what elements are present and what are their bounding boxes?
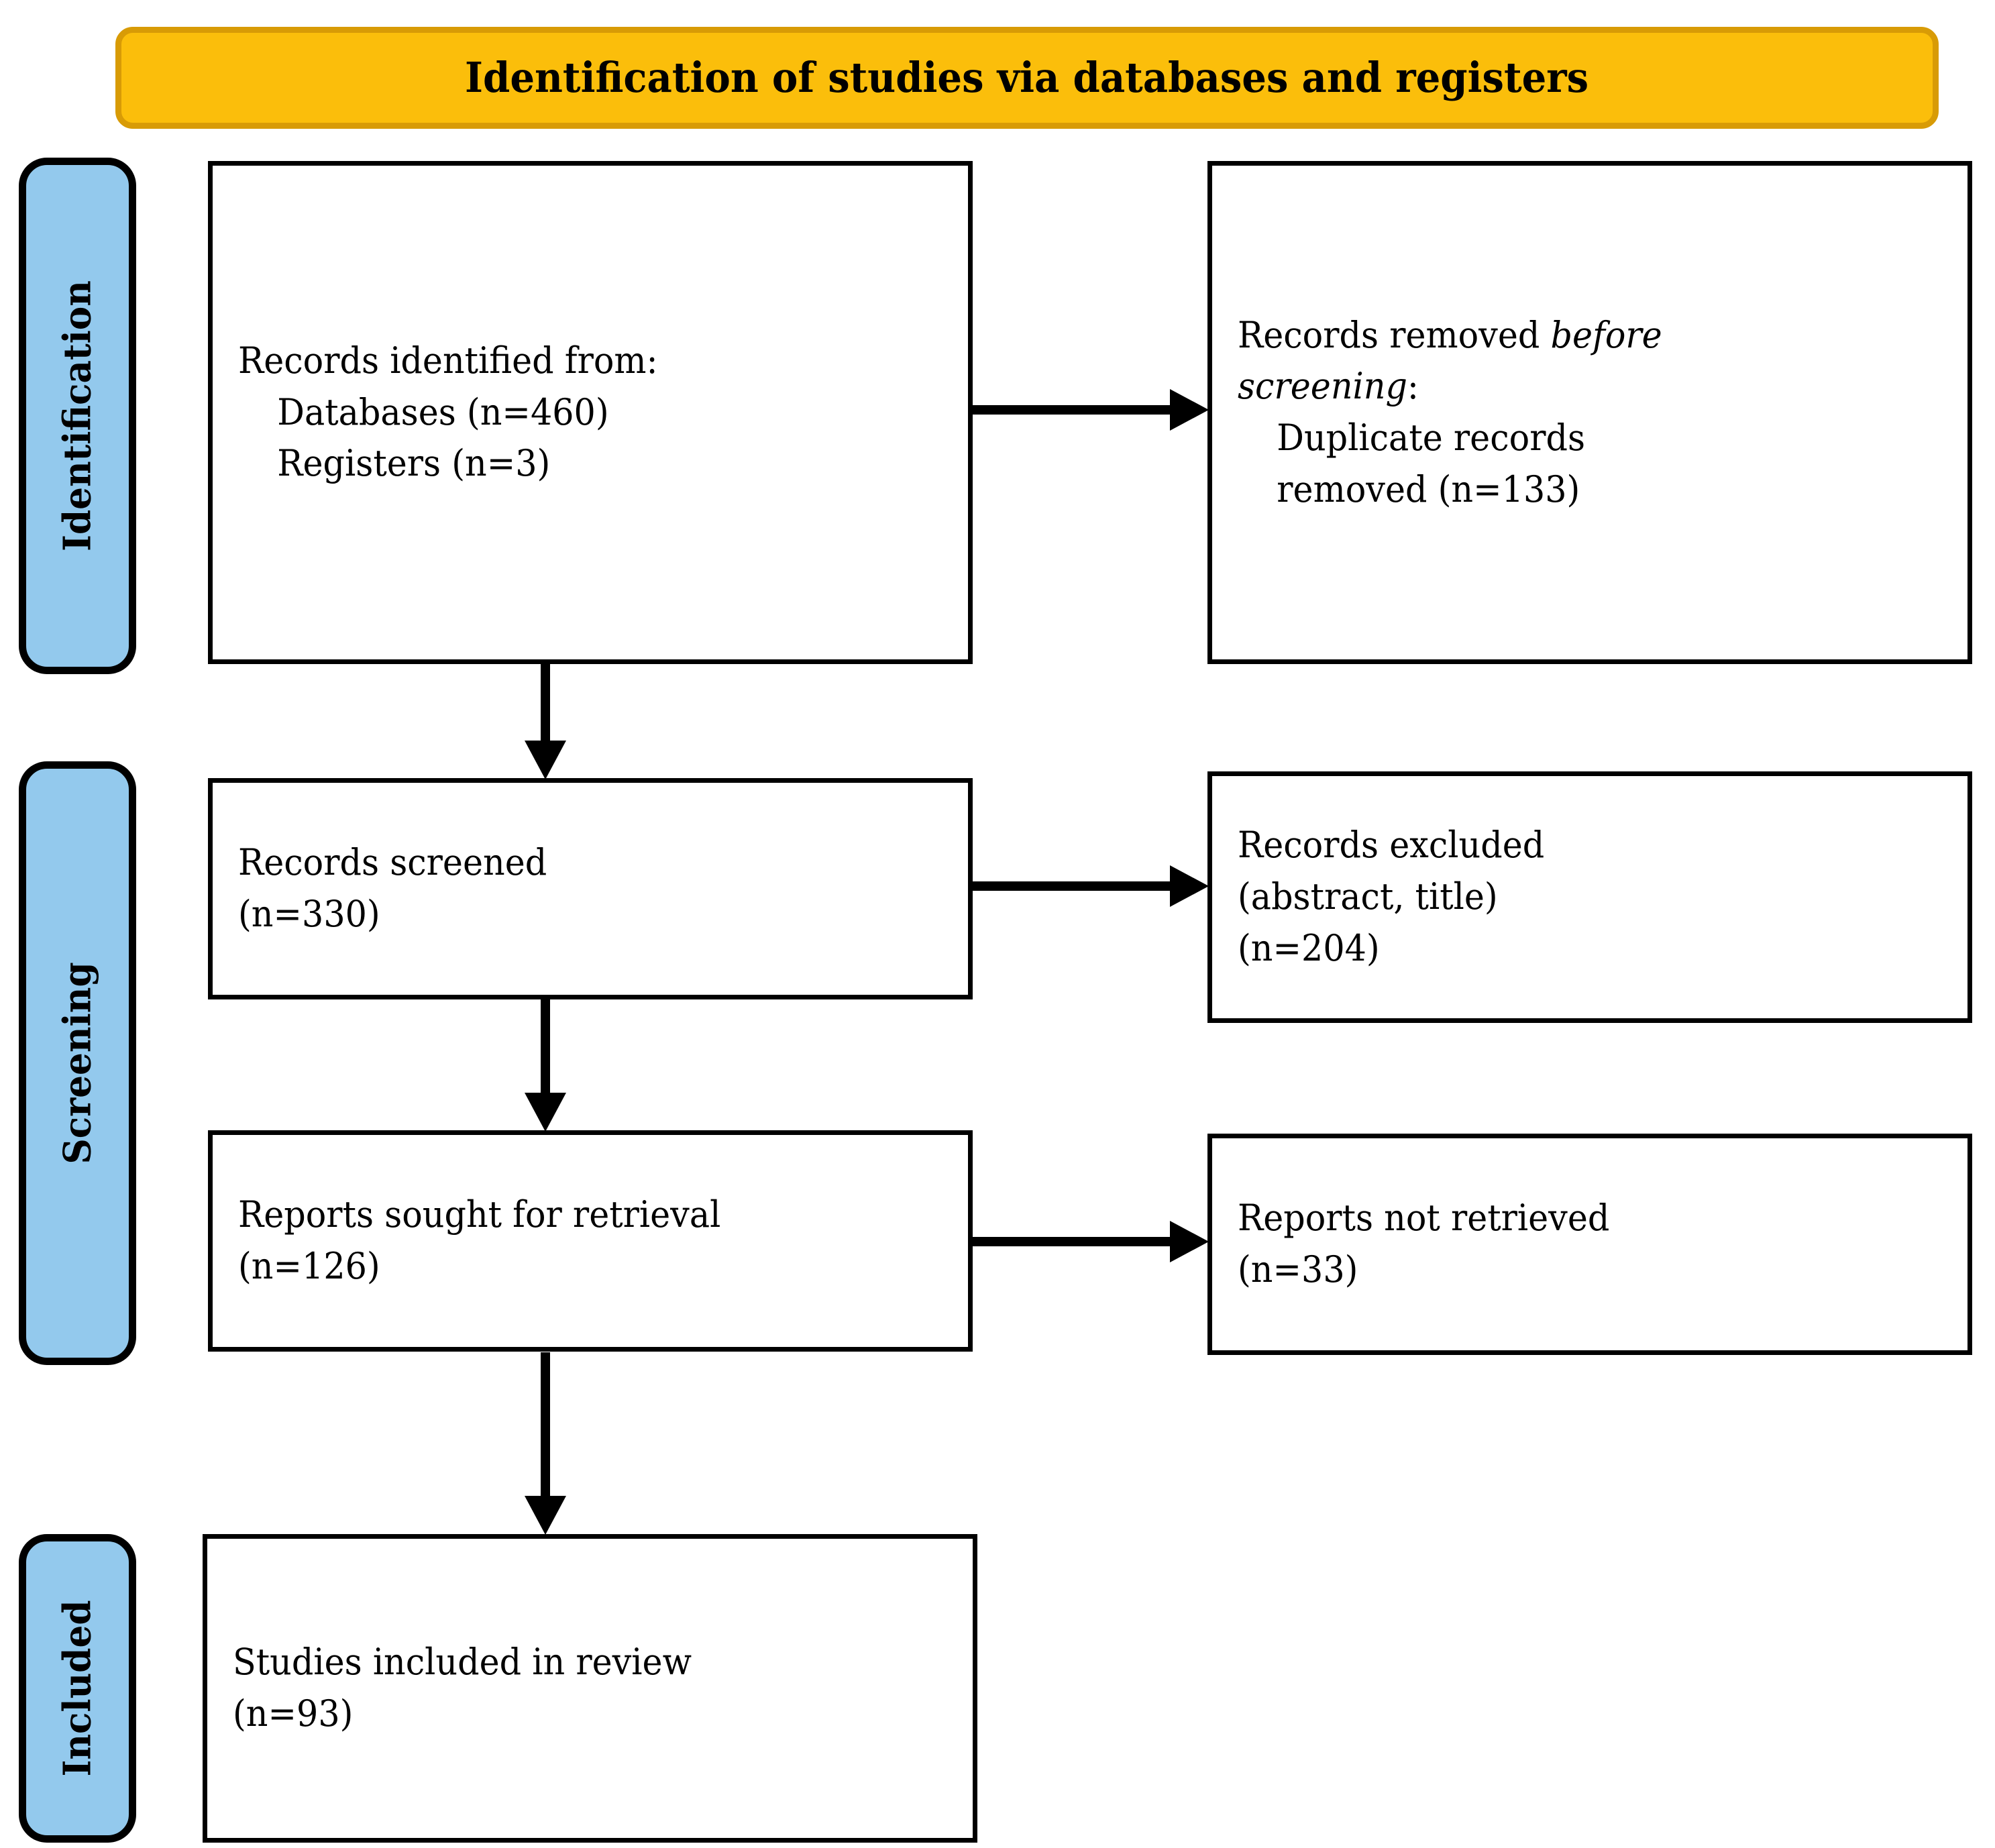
arrow-head-down-icon [525,741,566,779]
box-records-excluded: Records excluded (abstract, title) (n=20… [1207,771,1972,1023]
arrow-shaft [541,664,550,741]
arrow-shaft [973,1237,1170,1246]
records-identified-databases: Databases (n=460) [277,390,609,433]
arrow-head-right-icon [1170,1221,1209,1262]
records-removed-heading-italic-screening: screening [1238,365,1407,408]
box-studies-included-in-review: Studies included in review (n=93) [203,1534,977,1843]
studies-included-count: (n=93) [233,1692,354,1735]
arrow-down-sought-to-included [525,1352,566,1535]
studies-included-label: Studies included in review [233,1641,692,1684]
records-excluded-label: Records excluded [1238,824,1545,867]
arrow-down-identified-to-screened [525,664,566,779]
diagram-title: Identification of studies via databases … [465,52,1589,102]
arrow-head-down-icon [525,1496,566,1535]
records-removed-heading-line1: Records removed before [1238,310,1900,362]
records-screened-count: (n=330) [238,893,380,935]
arrow-right-identified-to-removed [973,389,1209,431]
arrow-right-screened-to-excluded [973,865,1209,907]
records-removed-heading-italic-before: before [1550,313,1662,356]
arrow-head-down-icon [525,1093,566,1132]
arrow-shaft [973,405,1170,415]
reports-sought-label: Reports sought for retrieval [238,1193,721,1236]
box-records-identified: Records identified from: Databases (n=46… [208,161,973,664]
arrow-shaft [541,1352,550,1496]
box-records-removed-before-screening: Records removed before screening: Duplic… [1207,161,1972,664]
arrow-shaft [973,881,1170,891]
arrow-shaft [541,999,550,1093]
records-removed-heading-plain: Records removed [1238,313,1551,356]
records-removed-heading-line2: screening: [1238,361,1900,413]
records-screened-label: Records screened [238,841,547,884]
duplicate-records-line2: removed (n=133) [1277,468,1580,510]
stage-label-included: Included [55,1600,100,1777]
box-reports-not-retrieved: Reports not retrieved (n=33) [1207,1134,1972,1355]
box-records-screened: Records screened (n=330) [208,778,973,999]
reports-not-retrieved-label: Reports not retrieved [1238,1197,1610,1240]
stage-label-screening: Screening [55,962,100,1164]
arrow-head-right-icon [1170,865,1209,907]
diagram-header-banner: Identification of studies via databases … [115,27,1939,129]
reports-sought-count: (n=126) [238,1245,380,1287]
records-removed-heading-colon: : [1407,365,1419,408]
reports-not-retrieved-count: (n=33) [1238,1248,1358,1291]
records-excluded-reason: (abstract, title) [1238,875,1498,918]
arrow-down-screened-to-sought [525,999,566,1132]
arrow-head-right-icon [1170,389,1209,431]
records-identified-heading: Records identified from: [238,339,658,382]
stage-sidebar-identification: Identification [19,158,136,674]
stage-label-identification: Identification [55,280,100,551]
records-excluded-count: (n=204) [1238,926,1380,969]
box-reports-sought-for-retrieval: Reports sought for retrieval (n=126) [208,1130,973,1352]
stage-sidebar-screening: Screening [19,761,136,1365]
duplicate-records-line1: Duplicate records [1277,417,1585,459]
arrow-right-sought-to-not-retrieved [973,1221,1209,1262]
stage-sidebar-included: Included [19,1534,136,1843]
records-identified-registers: Registers (n=3) [277,442,551,485]
